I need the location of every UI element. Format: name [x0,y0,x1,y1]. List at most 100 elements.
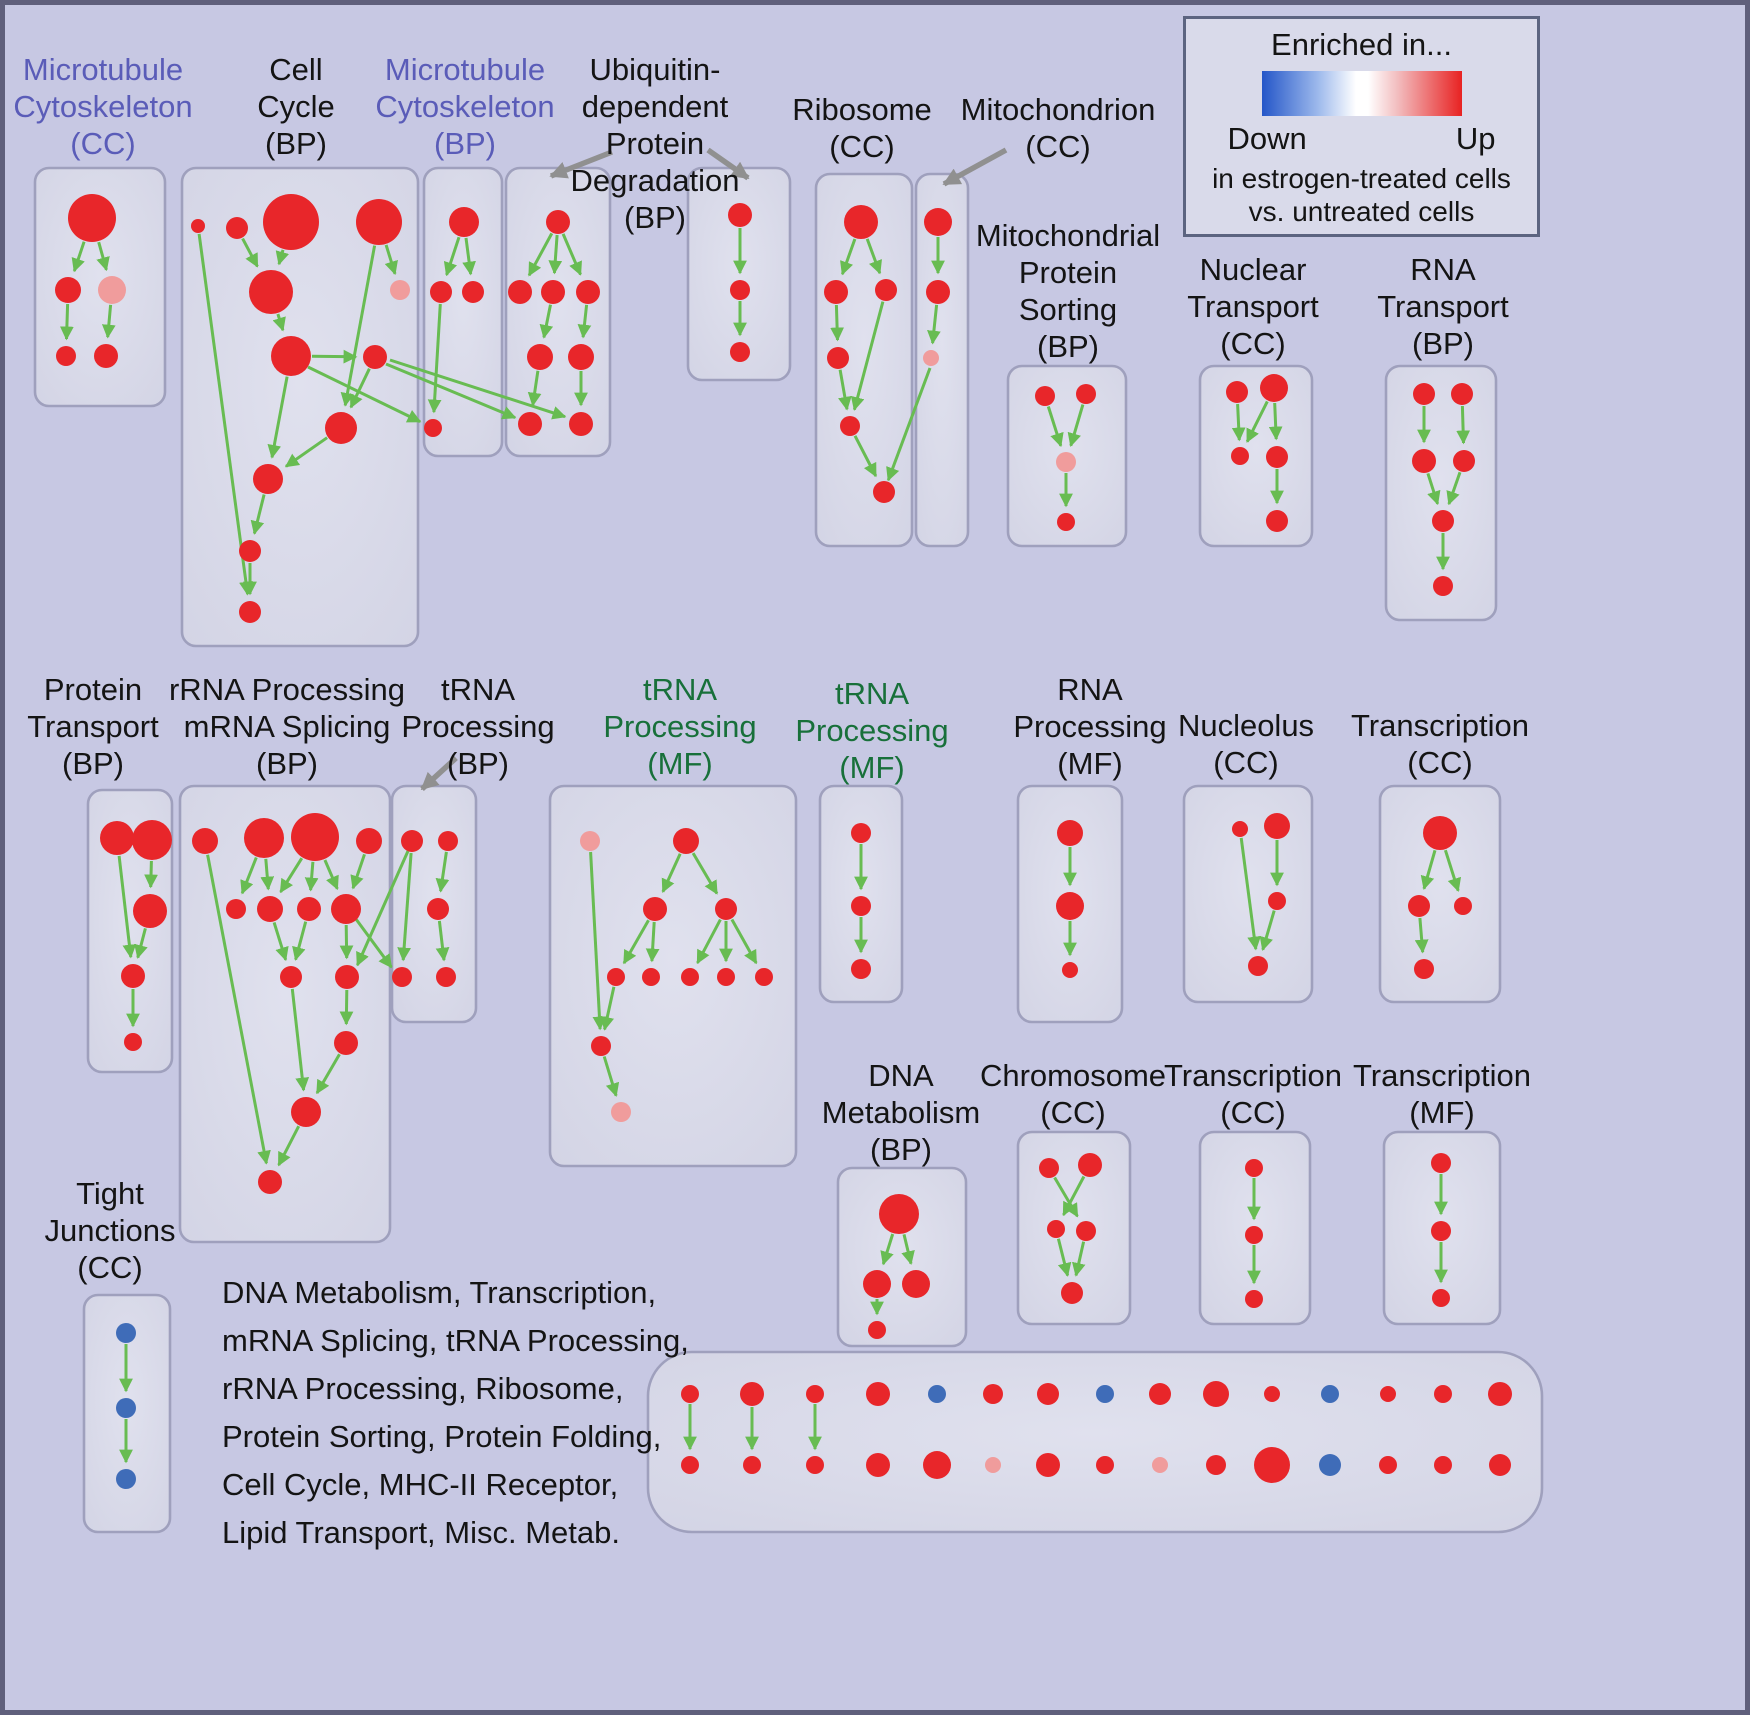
box-misc-metabolism-group [646,1350,1544,1534]
go-term-node-blue [1096,1385,1114,1403]
edge-arrow [548,234,563,275]
box-protein-transport-bp [86,788,174,1074]
go-term-node-red [1379,1456,1397,1474]
label-transcription-cc-bottom: Transcription(CC) [1164,1058,1342,1130]
edge-arrow [1426,472,1441,506]
go-term-node-red [1268,892,1286,910]
label-mitochondrion-cc: Mitochondrion(CC) [961,92,1156,164]
edge-arrow [696,918,722,965]
edge-arrow [96,241,110,272]
go-term-node-red [527,344,553,370]
edge-arrow [561,233,582,276]
go-term-node-red [569,412,593,436]
legend-context-line1: in estrogen-treated cells [1212,163,1511,194]
edge-arrow [691,852,719,895]
go-term-node-red [1432,1289,1450,1307]
go-term-node-red [1061,1282,1083,1304]
box-mitochondrion-cc [914,172,970,548]
go-term-node-red [1254,1447,1290,1483]
go-term-node-red [508,280,532,304]
box-trna-processing-mf-small [818,784,904,1004]
edge-arrow [240,856,258,895]
edge-arrow [853,435,878,478]
edge-arrow [443,236,461,277]
edge-arrow [275,249,290,266]
go-term-node-red [436,967,456,987]
edge-arrow [1268,402,1283,441]
go-term-node-red [827,347,849,369]
go-term-node-blue [1319,1454,1341,1476]
go-term-node-red [1047,1220,1065,1238]
go-term-node-blue [1321,1385,1339,1403]
go-term-node-red [740,1382,764,1406]
edge-arrow [101,304,116,339]
go-term-node-red [1413,383,1435,405]
go-term-node-red [673,828,699,854]
go-term-node-red [806,1385,824,1403]
edge-arrow [267,376,289,459]
go-term-node-red [873,481,895,503]
go-term-node-red [1057,820,1083,846]
edge-arrow [730,918,758,965]
go-term-node-pink [1152,1457,1168,1473]
go-term-node-red [1264,1386,1280,1402]
go-term-node-red [1266,510,1288,532]
edge-arrow [942,147,1008,187]
go-term-node-red [546,210,570,234]
go-term-node-red [239,540,261,562]
edge-arrow [315,1053,341,1095]
go-term-node-red [424,419,442,437]
edge-arrow [901,1234,915,1265]
go-term-node-red [1488,1382,1512,1406]
go-term-node-red [253,464,283,494]
legend-updown-row: Down Up [1228,121,1496,157]
edge-arrow [840,238,857,276]
edge-arrow [589,851,607,1031]
go-term-node-red [1206,1455,1226,1475]
go-term-node-red [851,959,871,979]
box-rrna-processing-mrna-splicing-bp [178,784,392,1244]
go-term-node-red [715,898,737,920]
edge-arrow [427,303,442,414]
edge-arrow [144,860,158,889]
go-term-node-red [1414,959,1434,979]
edge-arrow [1259,910,1276,952]
go-term-node-red [258,1170,282,1194]
edge-arrow [290,988,310,1092]
box-chromosome-cc [1016,1130,1132,1326]
go-term-node-red [100,821,134,855]
go-term-node-red [1380,1386,1396,1402]
go-term-node-red [1039,1158,1059,1178]
edge-arrow [241,237,259,268]
go-term-node-red [56,346,76,366]
go-term-node-red [1203,1381,1229,1407]
go-term-node-red [462,281,484,303]
go-term-node-red [291,813,339,861]
go-term-node-red [325,412,357,444]
go-term-node-red [1432,510,1454,532]
go-term-node-red [1096,1456,1114,1474]
edge-arrow [339,924,354,960]
go-term-node-red [866,1382,890,1406]
go-term-node-red [1423,816,1457,850]
label-transcription-cc-middle: Transcription(CC) [1351,708,1529,780]
legend-box: Enriched in... Down Up in estrogen-treat… [1183,16,1540,237]
go-term-node-red [681,968,699,986]
edge-arrow [577,304,592,339]
go-term-node-red [121,964,145,988]
go-term-node-red [449,207,479,237]
edge-arrow [284,436,328,468]
go-term-node-pink [611,1102,631,1122]
edge-arrow [385,362,517,420]
